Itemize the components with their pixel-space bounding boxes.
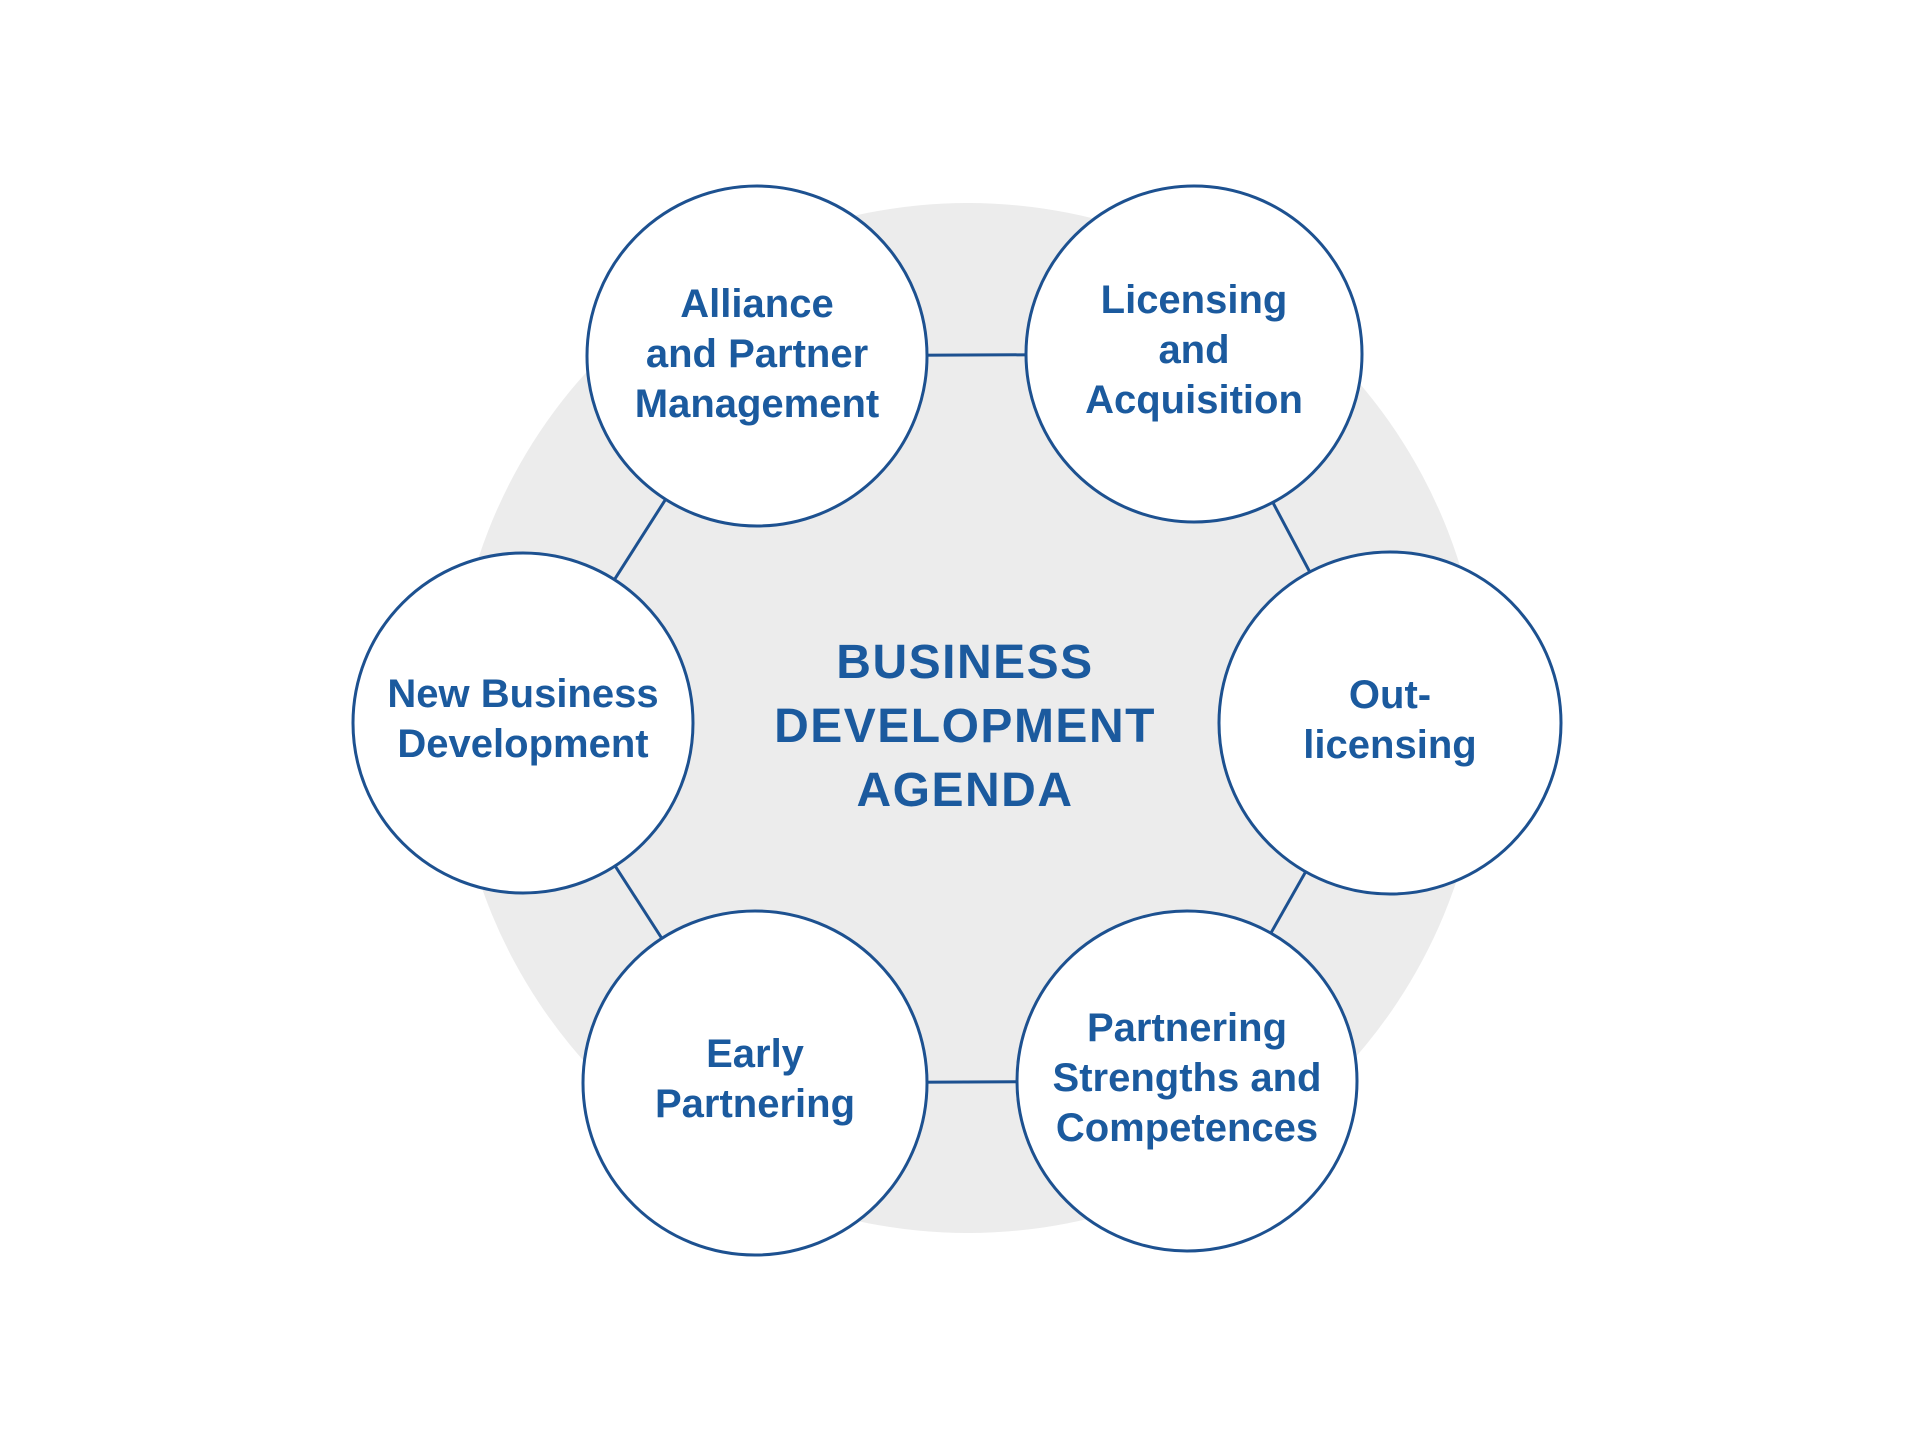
- circle-alliance-and-partner-management: [585, 184, 929, 528]
- circle-early-partnering: [581, 909, 929, 1257]
- circle-new-business-development: [351, 551, 695, 895]
- circle-licensing-and-acquisition: [1024, 184, 1364, 524]
- circle-out-licensing: [1217, 550, 1563, 896]
- circle-partnering-strengths-and-competences: [1015, 909, 1359, 1253]
